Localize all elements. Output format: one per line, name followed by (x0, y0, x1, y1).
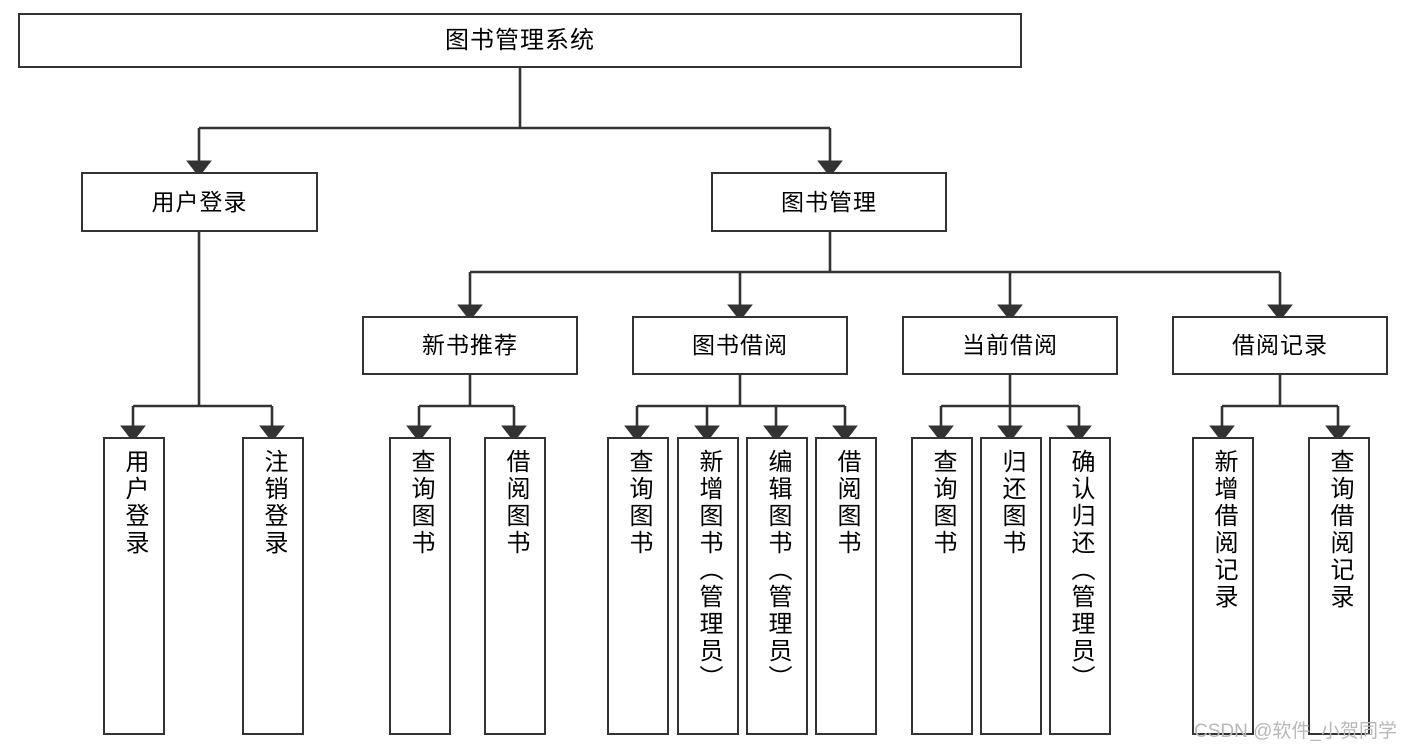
node-book-borrow[interactable]: 图书借阅 (632, 316, 848, 375)
node-leaf-query-book-new[interactable]: 查询图书 (389, 437, 451, 735)
node-leaf-borrow-book-new[interactable]: 借阅图书 (484, 437, 546, 735)
node-label: 借阅记录 (1232, 332, 1328, 359)
node-label: 借阅图书 (833, 449, 860, 557)
node-label: 当前借阅 (962, 332, 1058, 359)
node-leaf-add-book-admin[interactable]: 新增图书（管理员） (677, 437, 739, 735)
node-label: 查询借阅记录 (1326, 449, 1353, 611)
node-label: 借阅图书 (502, 449, 529, 557)
node-label: 确认归还（管理员） (1067, 449, 1094, 692)
node-label: 新增图书（管理员） (695, 449, 722, 692)
node-label: 用户登录 (151, 188, 248, 215)
node-leaf-edit-book-admin[interactable]: 编辑图书（管理员） (746, 437, 808, 735)
node-leaf-return-book[interactable]: 归还图书 (980, 437, 1042, 735)
node-borrow-record[interactable]: 借阅记录 (1172, 316, 1388, 375)
node-label: 用户登录 (121, 449, 148, 557)
node-book-management[interactable]: 图书管理 (711, 172, 947, 232)
node-leaf-query-book-current[interactable]: 查询图书 (911, 437, 973, 735)
node-label: 编辑图书（管理员） (764, 449, 791, 692)
node-label: 图书管理系统 (445, 26, 595, 54)
node-user-login[interactable]: 用户登录 (81, 172, 318, 232)
node-label: 查询图书 (407, 449, 434, 557)
node-current-borrow[interactable]: 当前借阅 (902, 316, 1118, 375)
node-leaf-borrow-book-borrow[interactable]: 借阅图书 (815, 437, 877, 735)
node-label: 图书管理 (781, 188, 877, 215)
node-label: 图书借阅 (692, 332, 788, 359)
node-label: 注销登录 (260, 449, 287, 557)
node-leaf-query-borrow-record[interactable]: 查询借阅记录 (1308, 437, 1370, 735)
node-label: 新增借阅记录 (1210, 449, 1237, 611)
node-root-book-management-system[interactable]: 图书管理系统 (18, 13, 1022, 68)
node-leaf-query-book-borrow[interactable]: 查询图书 (607, 437, 669, 735)
node-leaf-confirm-return-admin[interactable]: 确认归还（管理员） (1049, 437, 1111, 735)
node-new-book-recommend[interactable]: 新书推荐 (362, 316, 578, 375)
node-label: 归还图书 (998, 449, 1025, 557)
watermark-text: CSDN @软件_小贺同学 (1194, 721, 1397, 742)
node-label: 新书推荐 (422, 332, 518, 359)
node-leaf-user-login[interactable]: 用户登录 (103, 437, 165, 735)
node-label: 查询图书 (625, 449, 652, 557)
node-leaf-add-borrow-record[interactable]: 新增借阅记录 (1192, 437, 1254, 735)
node-label: 查询图书 (929, 449, 956, 557)
node-leaf-user-logout[interactable]: 注销登录 (242, 437, 304, 735)
